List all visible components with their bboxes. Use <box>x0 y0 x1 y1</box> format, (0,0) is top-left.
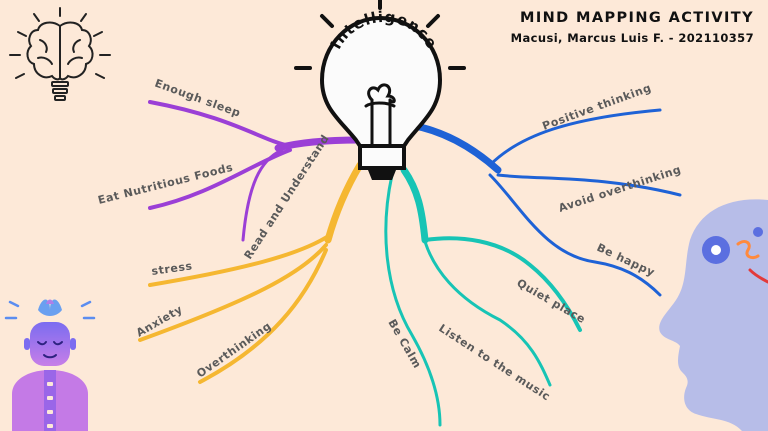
branch-blue-line-avoid <box>496 173 682 197</box>
branch-blue-line-happy <box>488 173 662 297</box>
page-title: MIND MAPPING ACTIVITY <box>520 10 754 26</box>
branch-teal-line-be-calm <box>384 173 442 427</box>
label-overthinking: Overthinking <box>194 319 274 380</box>
branch-purple-line-enough-sleep <box>148 100 292 148</box>
branch-yellow <box>138 161 364 384</box>
branch-purple <box>148 100 364 242</box>
branch-yellow-line-anxiety <box>138 243 328 342</box>
label-stress: stress <box>151 259 194 278</box>
branch-yellow-trunk <box>324 161 364 244</box>
branch-purple-line-read <box>241 148 284 242</box>
branch-blue-trunk <box>406 121 502 174</box>
author-line: Macusi, Marcus Luis F. - 202110357 <box>510 31 754 45</box>
label-listen-to-the-music: Listen to the music <box>436 322 552 404</box>
head-profile-icon <box>659 199 768 431</box>
label-positive-thinking: Positive thinking <box>541 81 654 133</box>
branch-teal-line-quiet <box>423 236 582 332</box>
label-eat-nutritious-foods: Eat Nutritious Foods <box>97 161 235 207</box>
label-avoid-overthinking: Avoid overthinking <box>557 163 683 215</box>
brain-bulb-icon <box>9 7 111 101</box>
branch-yellow-line-overthinking <box>198 248 328 384</box>
branch-teal <box>384 166 582 427</box>
branch-teal-line-listen <box>420 228 552 387</box>
meditating-person-icon <box>4 299 96 431</box>
branch-purple-line-eat <box>148 148 292 210</box>
branch-yellow-line-stress <box>148 233 332 287</box>
label-be-happy: Be happy <box>595 241 657 279</box>
branch-teal-trunk <box>400 166 429 244</box>
branch-blue-line-positive <box>488 108 662 167</box>
